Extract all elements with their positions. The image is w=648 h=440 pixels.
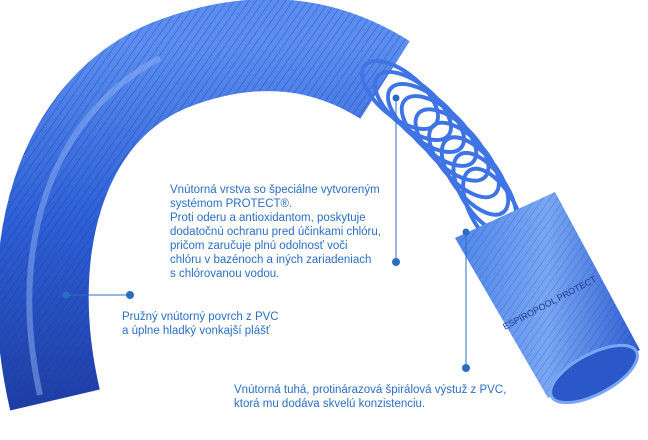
- callout-inner-layer: Vnútorná vrstva so špeciálne vytvoreným …: [170, 183, 381, 281]
- leader-dot-surface: [126, 291, 134, 299]
- hose-body: [0, 0, 410, 411]
- callout-line: Proti oderu a antioxidantom, poskytuje: [170, 212, 366, 224]
- callout-line: Vnútorná vrstva so špeciálne vytvoreným: [170, 184, 380, 196]
- hose-sleeve: ESPIROPOOL PROTECT: [455, 192, 640, 405]
- callout-line: pričom zaručuje plnú odolnosť voči: [170, 240, 348, 252]
- callout-line: s chlórovanou vodou.: [170, 268, 280, 280]
- callout-line: chlóru v bazénoch a iných zariadeniach: [170, 254, 372, 266]
- callout-line: systémom PROTECT®.: [170, 198, 293, 210]
- callout-leaders: [62, 94, 470, 372]
- callout-line: Pružný vnútorný povrch z PVC: [122, 311, 279, 323]
- callout-surface: Pružný vnútorný povrch z PVC a úplne hla…: [122, 310, 279, 338]
- leader-dot-spiral: [462, 364, 470, 372]
- callout-line: ktorá mu dodáva skvelú konzistenciu.: [234, 398, 426, 410]
- callout-spiral: Vnútorná tuhá, protinárazová špirálová v…: [234, 383, 506, 411]
- callout-line: a úplne hladký vonkajší plášť: [122, 325, 271, 337]
- callout-line: Vnútorná tuhá, protinárazová špirálová v…: [234, 384, 507, 396]
- leader-dot-inner: [392, 258, 400, 266]
- callout-line: dodatočnú ochranu pred účinkami chlóru,: [170, 226, 381, 238]
